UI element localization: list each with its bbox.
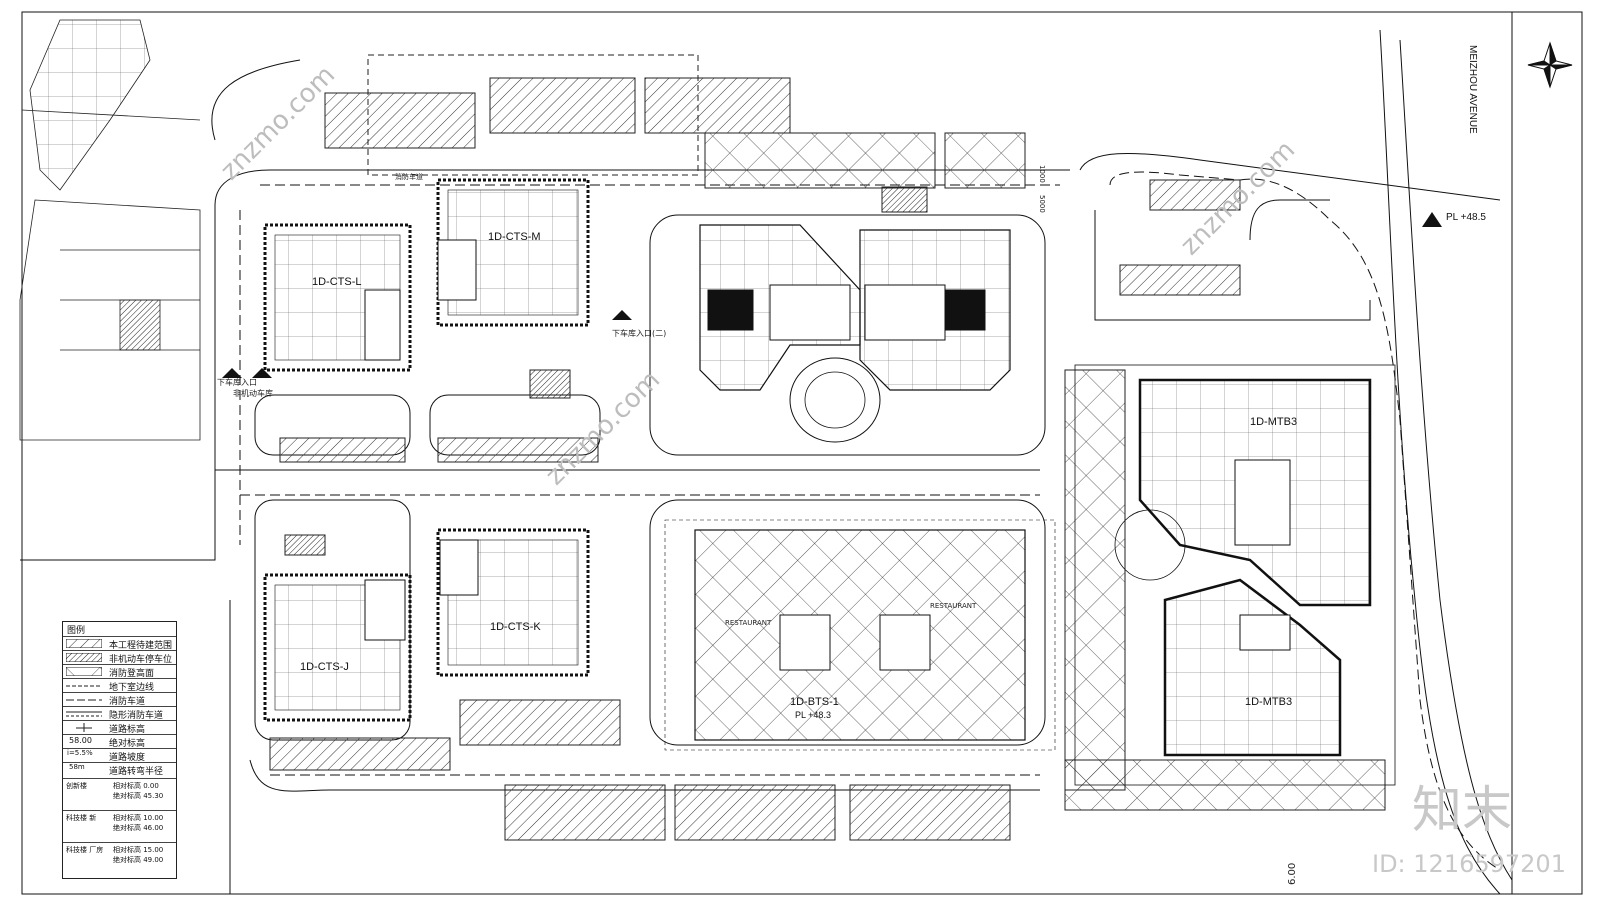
legend-sym-fire-access-face xyxy=(66,667,102,676)
legend-label: 道路坡度 xyxy=(109,753,146,763)
legend-elev-v2: 绝对标高 46.00 xyxy=(113,824,164,832)
legend-elev-key: 科技楼 新 xyxy=(66,814,97,822)
legend-elev-v1: 相对标高 0.00 xyxy=(113,782,159,790)
label-bts-1: 1D-BTS-1 xyxy=(790,696,839,708)
legend-label: 消防登高面 xyxy=(109,669,155,679)
label-restaurant-2: RESTAURANT xyxy=(930,602,977,610)
building-cts-l xyxy=(263,223,412,372)
label-cts-m: 1D-CTS-M xyxy=(488,231,541,243)
drawing-frame xyxy=(21,11,1583,895)
building-bts-1 xyxy=(664,519,1056,751)
legend-label: 道路转弯半径 xyxy=(109,767,164,777)
watermark-brand: 知末 xyxy=(1412,781,1512,839)
legend: 图例 本工程待建范围 非机动车停车位 消防登高面 地下室边线 消防车道 隐形消防… xyxy=(62,621,177,879)
building-central-complex xyxy=(699,224,1011,443)
legend-label: 绝对标高 xyxy=(109,739,146,749)
legend-row: 消防车道 xyxy=(63,692,176,707)
label-restaurant-1: RESTAURANT xyxy=(725,619,772,627)
building-cts-k xyxy=(436,528,590,677)
road-name: MEIZHOU AVENUE xyxy=(1467,45,1478,134)
legend-elev-v1: 相对标高 15.00 xyxy=(113,846,164,854)
legend-elev-v2: 绝对标高 49.00 xyxy=(113,856,164,864)
legend-sym-bike-parking xyxy=(66,653,102,662)
legend-elevation-row: 科技楼 厂房 相对标高 15.00 绝对标高 49.00 xyxy=(63,842,176,877)
legend-sym-road-elevation xyxy=(76,723,92,732)
existing-buildings-northwest xyxy=(19,19,201,441)
legend-sym-slope-value: i=5.5% xyxy=(67,749,93,757)
label-cts-j: 1D-CTS-J xyxy=(300,661,349,673)
legend-label: 道路标高 xyxy=(109,725,146,735)
legend-sym-basement-line xyxy=(66,685,102,687)
legend-elev-key: 科技楼 厂房 xyxy=(66,846,104,854)
legend-title: 图例 xyxy=(67,626,86,636)
legend-label: 地下室边线 xyxy=(109,683,155,693)
legend-row: 消防登高面 xyxy=(63,664,176,679)
legend-sym-elev-value: 58.00 xyxy=(69,736,92,745)
building-mtb3 xyxy=(1074,364,1396,786)
legend-row: 58.00 绝对标高 xyxy=(63,734,176,749)
legend-row: 地下室边线 xyxy=(63,678,176,693)
label-entrance-2: 下车库入口(二) xyxy=(612,328,666,338)
legend-elev-v1: 相对标高 10.00 xyxy=(113,814,164,822)
legend-sym-fire-road xyxy=(66,699,102,701)
legend-sym-project-scope xyxy=(66,639,102,648)
legend-row: 58m 道路转弯半径 xyxy=(63,762,176,777)
label-entrance-1: 下车库入口 xyxy=(217,377,257,387)
label-mtb3-top: 1D-MTB3 xyxy=(1250,416,1297,428)
dim-5000: 5000 xyxy=(1038,195,1046,213)
label-mtb3-bottom: 1D-MTB3 xyxy=(1245,696,1292,708)
legend-label: 消防车道 xyxy=(109,697,146,707)
pl-label: PL +48.5 xyxy=(1446,212,1486,223)
legend-label: 本工程待建范围 xyxy=(109,641,173,651)
dim-1000: 1000 xyxy=(1038,165,1046,183)
legend-elevation-row: 科技楼 新 相对标高 10.00 绝对标高 46.00 xyxy=(63,810,176,843)
legend-label: 非机动车停车位 xyxy=(109,655,173,665)
legend-elev-v2: 绝对标高 45.30 xyxy=(113,792,164,800)
legend-label: 隐形消防车道 xyxy=(109,711,164,721)
top-dashed-zone xyxy=(367,54,699,176)
label-fire-road: 消防车道 xyxy=(395,172,423,181)
legend-row: 非机动车停车位 xyxy=(63,650,176,665)
legend-row: i=5.5% 道路坡度 xyxy=(63,748,176,763)
legend-elevation-row: 创新楼 相对标高 0.00 绝对标高 45.30 xyxy=(63,778,176,811)
label-cts-l: 1D-CTS-L xyxy=(312,276,362,288)
label-cts-k: 1D-CTS-K xyxy=(490,621,541,633)
label-bike-entry: 非机动车库 xyxy=(233,388,273,398)
building-cts-m xyxy=(436,178,590,327)
legend-sym-slope-length: 58m xyxy=(69,763,85,771)
dim-600: 6.00 xyxy=(1287,863,1298,885)
legend-sym-hidden-fire-road xyxy=(66,711,102,717)
building-cts-j xyxy=(263,573,412,722)
label-bts-1-pl: PL +48.3 xyxy=(795,710,831,720)
legend-row: 本工程待建范围 xyxy=(63,636,176,651)
legend-row: 隐形消防车道 xyxy=(63,706,176,721)
legend-row: 道路标高 xyxy=(63,720,176,735)
entry-arrows xyxy=(222,212,1442,378)
legend-elev-key: 创新楼 xyxy=(66,782,87,790)
watermark-id: ID: 1216597201 xyxy=(1372,850,1566,878)
north-arrow-icon xyxy=(1527,41,1573,89)
